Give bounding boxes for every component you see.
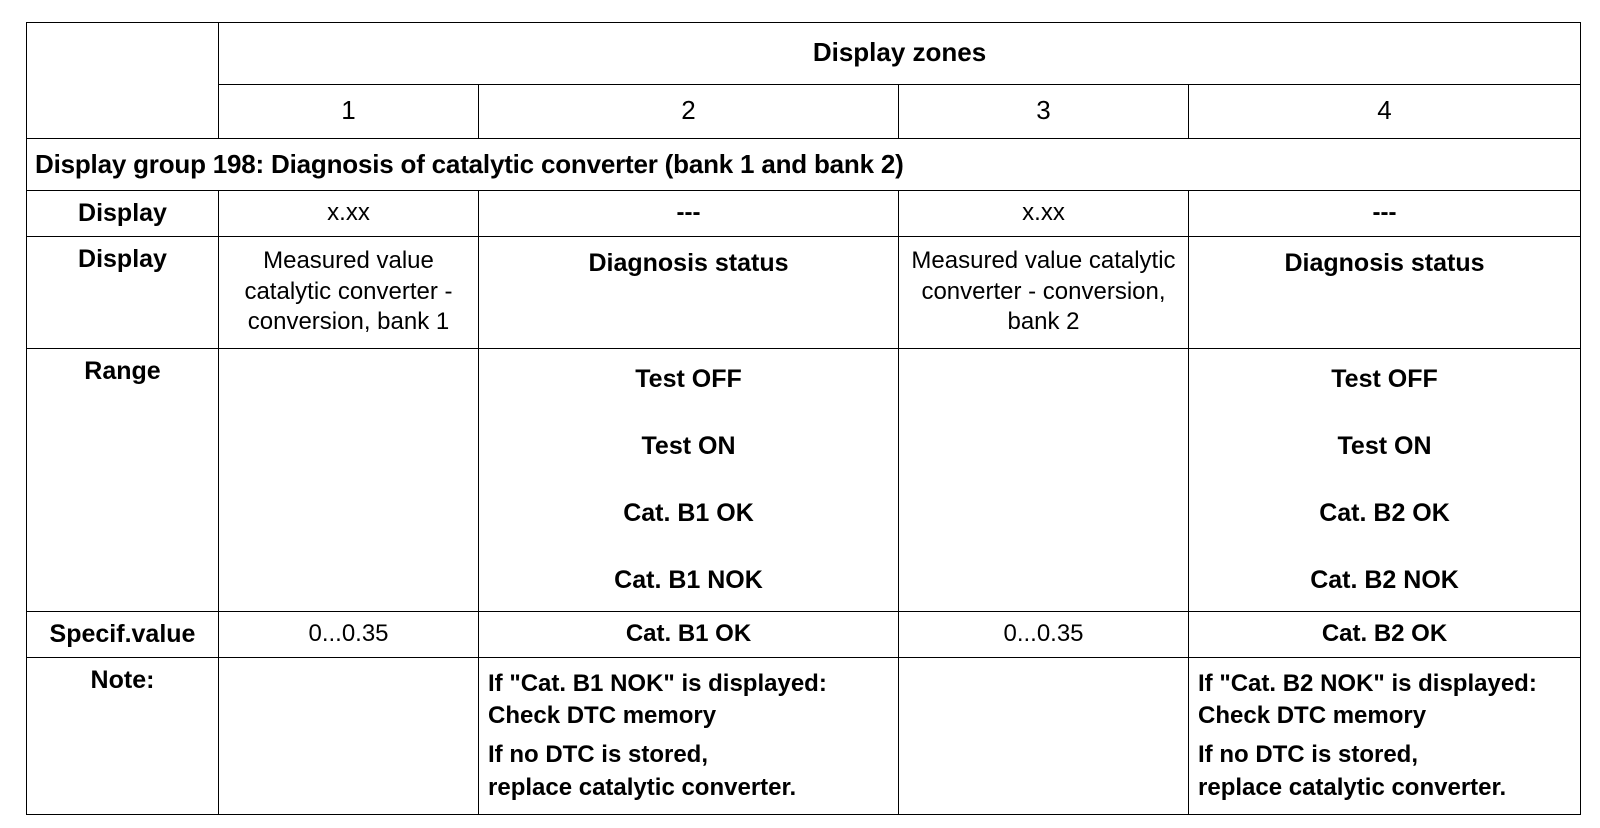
range-zone1-value — [219, 349, 478, 361]
display1-zone3-value: x.xx — [1022, 199, 1065, 226]
row-label-cell-note: Note: — [26, 657, 219, 815]
note-line: If no DTC is stored, — [488, 741, 709, 769]
spec-zone1-value: 0...0.35 — [308, 620, 389, 648]
group-title-cell: Display group 198: Diagnosis of catalyti… — [25, 138, 1582, 191]
note-line: Check DTC memory — [488, 702, 717, 730]
group-title-row: Display group 198: Diagnosis of catalyti… — [25, 138, 1582, 191]
row-label-range: Range — [84, 357, 161, 386]
table-header-row-numbers: 1 2 3 4 — [27, 84, 1582, 139]
cell-spec-zone1: 0...0.35 — [218, 611, 479, 659]
header-corner-cell — [26, 22, 219, 139]
cell-display2-zone2: Diagnosis status — [478, 235, 899, 350]
group-title-text: Display group 198: Diagnosis of catalyti… — [35, 149, 904, 179]
cell-display2-zone1: Measured value catalytic converter - con… — [218, 235, 479, 350]
note-line: If "Cat. B2 NOK" is displayed: — [1198, 670, 1537, 698]
cell-note-zone4: If "Cat. B2 NOK" is displayed: Check DTC … — [1187, 657, 1582, 815]
row-label-cell-specified-value: Specif.value — [26, 611, 219, 659]
note-line: If no DTC is stored, — [1198, 741, 1419, 769]
table-header-row-zones: Display zones — [26, 22, 1582, 139]
note-line: replace catalytic converter. — [1198, 773, 1507, 801]
table-row-note: Note: If "Cat. B1 NOK" is displayed: Chec… — [26, 657, 1582, 815]
note-line-gap — [488, 732, 892, 739]
zone-number-4: 4 — [1377, 95, 1392, 125]
header-zone-2-cell: 2 — [478, 84, 899, 139]
row-label-cell-display-1: Display — [26, 190, 219, 237]
note-zone2-lines: If "Cat. B1 NOK" is displayed: Check DTC … — [479, 658, 898, 814]
cell-display2-zone3: Measured value catalytic converter - con… — [898, 235, 1189, 350]
range-option: Test ON — [641, 432, 736, 461]
display1-zone2-value: --- — [676, 199, 701, 226]
header-zone-1-cell: 1 — [218, 84, 479, 139]
table-row-display-values: Display x.xx --- x.xx --- — [26, 190, 1582, 237]
cell-display1-zone4: --- — [1187, 190, 1582, 237]
spec-zone4-value: Cat. B2 OK — [1321, 620, 1448, 648]
cell-spec-zone2: Cat. B1 OK — [478, 611, 899, 659]
header-zone-4-cell: 4 — [1187, 84, 1582, 139]
display1-zone1-value: x.xx — [327, 199, 370, 226]
range-zone4-list: Test OFF Test ON Cat. B2 OK Cat. B2 NOK — [1189, 349, 1580, 611]
range-option: Test ON — [1337, 432, 1432, 461]
zone-number-1: 1 — [341, 95, 356, 125]
cell-range-zone3 — [898, 348, 1189, 613]
cell-display2-zone4: Diagnosis status — [1187, 235, 1582, 350]
table-row-range: Range Test OFF Test ON Cat. B1 OK Cat. B1 N… — [26, 348, 1582, 613]
range-option: Cat. B2 NOK — [1310, 566, 1459, 595]
header-corner-label — [27, 23, 218, 35]
note-line: If "Cat. B1 NOK" is displayed: — [488, 670, 827, 698]
row-label-cell-range: Range — [26, 348, 219, 613]
range-option: Cat. B2 OK — [1319, 499, 1450, 528]
header-display-zones-cell: Display zones — [217, 22, 1582, 85]
range-zone3-value — [899, 349, 1188, 361]
range-option: Test OFF — [635, 365, 742, 394]
cell-range-zone2: Test OFF Test ON Cat. B1 OK Cat. B1 NOK — [478, 348, 899, 613]
cell-range-zone4: Test OFF Test ON Cat. B2 OK Cat. B2 NOK — [1187, 348, 1582, 613]
note-zone4-lines: If "Cat. B2 NOK" is displayed: Check DTC … — [1189, 658, 1580, 814]
row-label-display-1: Display — [78, 199, 167, 227]
note-zone1-value — [219, 658, 478, 670]
cell-display1-zone1: x.xx — [218, 190, 479, 237]
display2-zone4-value: Diagnosis status — [1284, 249, 1485, 277]
note-zone3-value — [899, 658, 1188, 670]
range-option: Cat. B1 NOK — [614, 566, 763, 595]
spec-zone3-value: 0...0.35 — [1003, 620, 1084, 648]
note-line: Check DTC memory — [1198, 702, 1427, 730]
display2-zone1-value: Measured value catalytic converter - con… — [244, 247, 453, 336]
display1-zone4-value: --- — [1372, 199, 1397, 226]
cell-display1-zone2: --- — [478, 190, 899, 237]
row-label-specified-value: Specif.value — [49, 620, 196, 649]
table-row-specified-value: Specif.value 0...0.35 Cat. B1 OK 0...0.3… — [26, 611, 1582, 659]
cell-note-zone2: If "Cat. B1 NOK" is displayed: Check DTC … — [478, 657, 899, 815]
header-zone-3-cell: 3 — [898, 84, 1189, 139]
row-label-cell-display-2: Display — [26, 235, 219, 350]
row-label-display-2: Display — [78, 245, 167, 273]
row-label-note: Note: — [90, 666, 155, 695]
cell-note-zone1 — [218, 657, 479, 815]
display2-zone3-value: Measured value catalytic converter - con… — [911, 247, 1176, 336]
cell-display1-zone3: x.xx — [898, 190, 1189, 237]
display2-zone2-value: Diagnosis status — [588, 249, 789, 277]
range-zone2-list: Test OFF Test ON Cat. B1 OK Cat. B1 NOK — [479, 349, 898, 611]
note-line: replace catalytic converter. — [488, 773, 797, 801]
table-row-display-descriptions: Display Measured value catalytic convert… — [26, 235, 1582, 350]
zone-number-2: 2 — [681, 95, 696, 125]
range-option: Cat. B1 OK — [623, 499, 754, 528]
cell-spec-zone3: 0...0.35 — [898, 611, 1189, 659]
note-line-gap — [1198, 732, 1574, 739]
cell-note-zone3 — [898, 657, 1189, 815]
zone-number-3: 3 — [1036, 95, 1051, 125]
range-option: Test OFF — [1331, 365, 1438, 394]
cell-range-zone1 — [218, 348, 479, 613]
spec-zone2-value: Cat. B1 OK — [625, 620, 752, 648]
cell-spec-zone4: Cat. B2 OK — [1187, 611, 1582, 659]
display-zones-label: Display zones — [812, 37, 987, 67]
display-group-spec-table: Display zones 1 2 3 4 — [25, 22, 1582, 815]
